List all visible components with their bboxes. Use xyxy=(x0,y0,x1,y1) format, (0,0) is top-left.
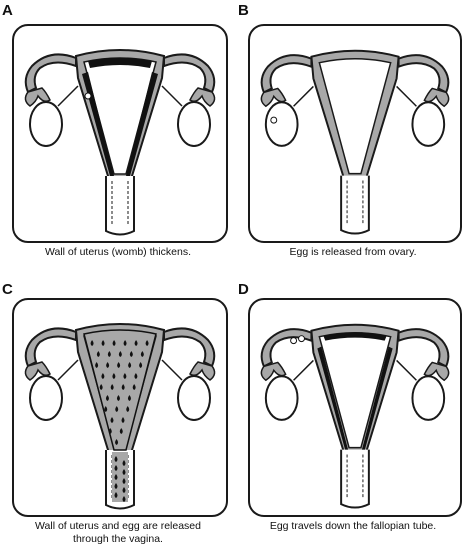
panel-b-diagram xyxy=(248,24,462,243)
uterus-diagram-thickened-wall xyxy=(14,26,226,241)
panel-c-caption: Wall of uterus and egg are released thro… xyxy=(12,520,224,546)
panel-d-caption: Egg travels down the fallopian tube. xyxy=(248,520,458,533)
uterus-diagram-menstruation xyxy=(14,300,226,515)
panel-d-label: D xyxy=(238,281,249,298)
uterus-diagram-egg-release xyxy=(250,26,460,241)
shedding-in-vagina xyxy=(112,452,128,502)
uterus-diagram-egg-travels xyxy=(250,300,460,515)
egg-in-fallopian-tube xyxy=(299,336,305,342)
panel-a-caption: Wall of uterus (womb) thickens. xyxy=(12,246,224,259)
panel-c-caption-line1: Wall of uterus and egg are released xyxy=(12,520,224,533)
panel-c-diagram xyxy=(12,298,228,517)
panel-d-diagram xyxy=(248,298,462,517)
released-egg xyxy=(271,117,277,123)
panel-a-label: A xyxy=(2,2,13,19)
panel-c-label: C xyxy=(2,281,13,298)
panel-b-label: B xyxy=(238,2,249,19)
egg-in-tube xyxy=(85,93,91,99)
panel-b-caption: Egg is released from ovary. xyxy=(248,246,458,259)
panel-c-caption-line2: through the vagina. xyxy=(12,533,224,546)
egg-in-fallopian-tube xyxy=(291,338,297,344)
panel-a-diagram xyxy=(12,24,228,243)
